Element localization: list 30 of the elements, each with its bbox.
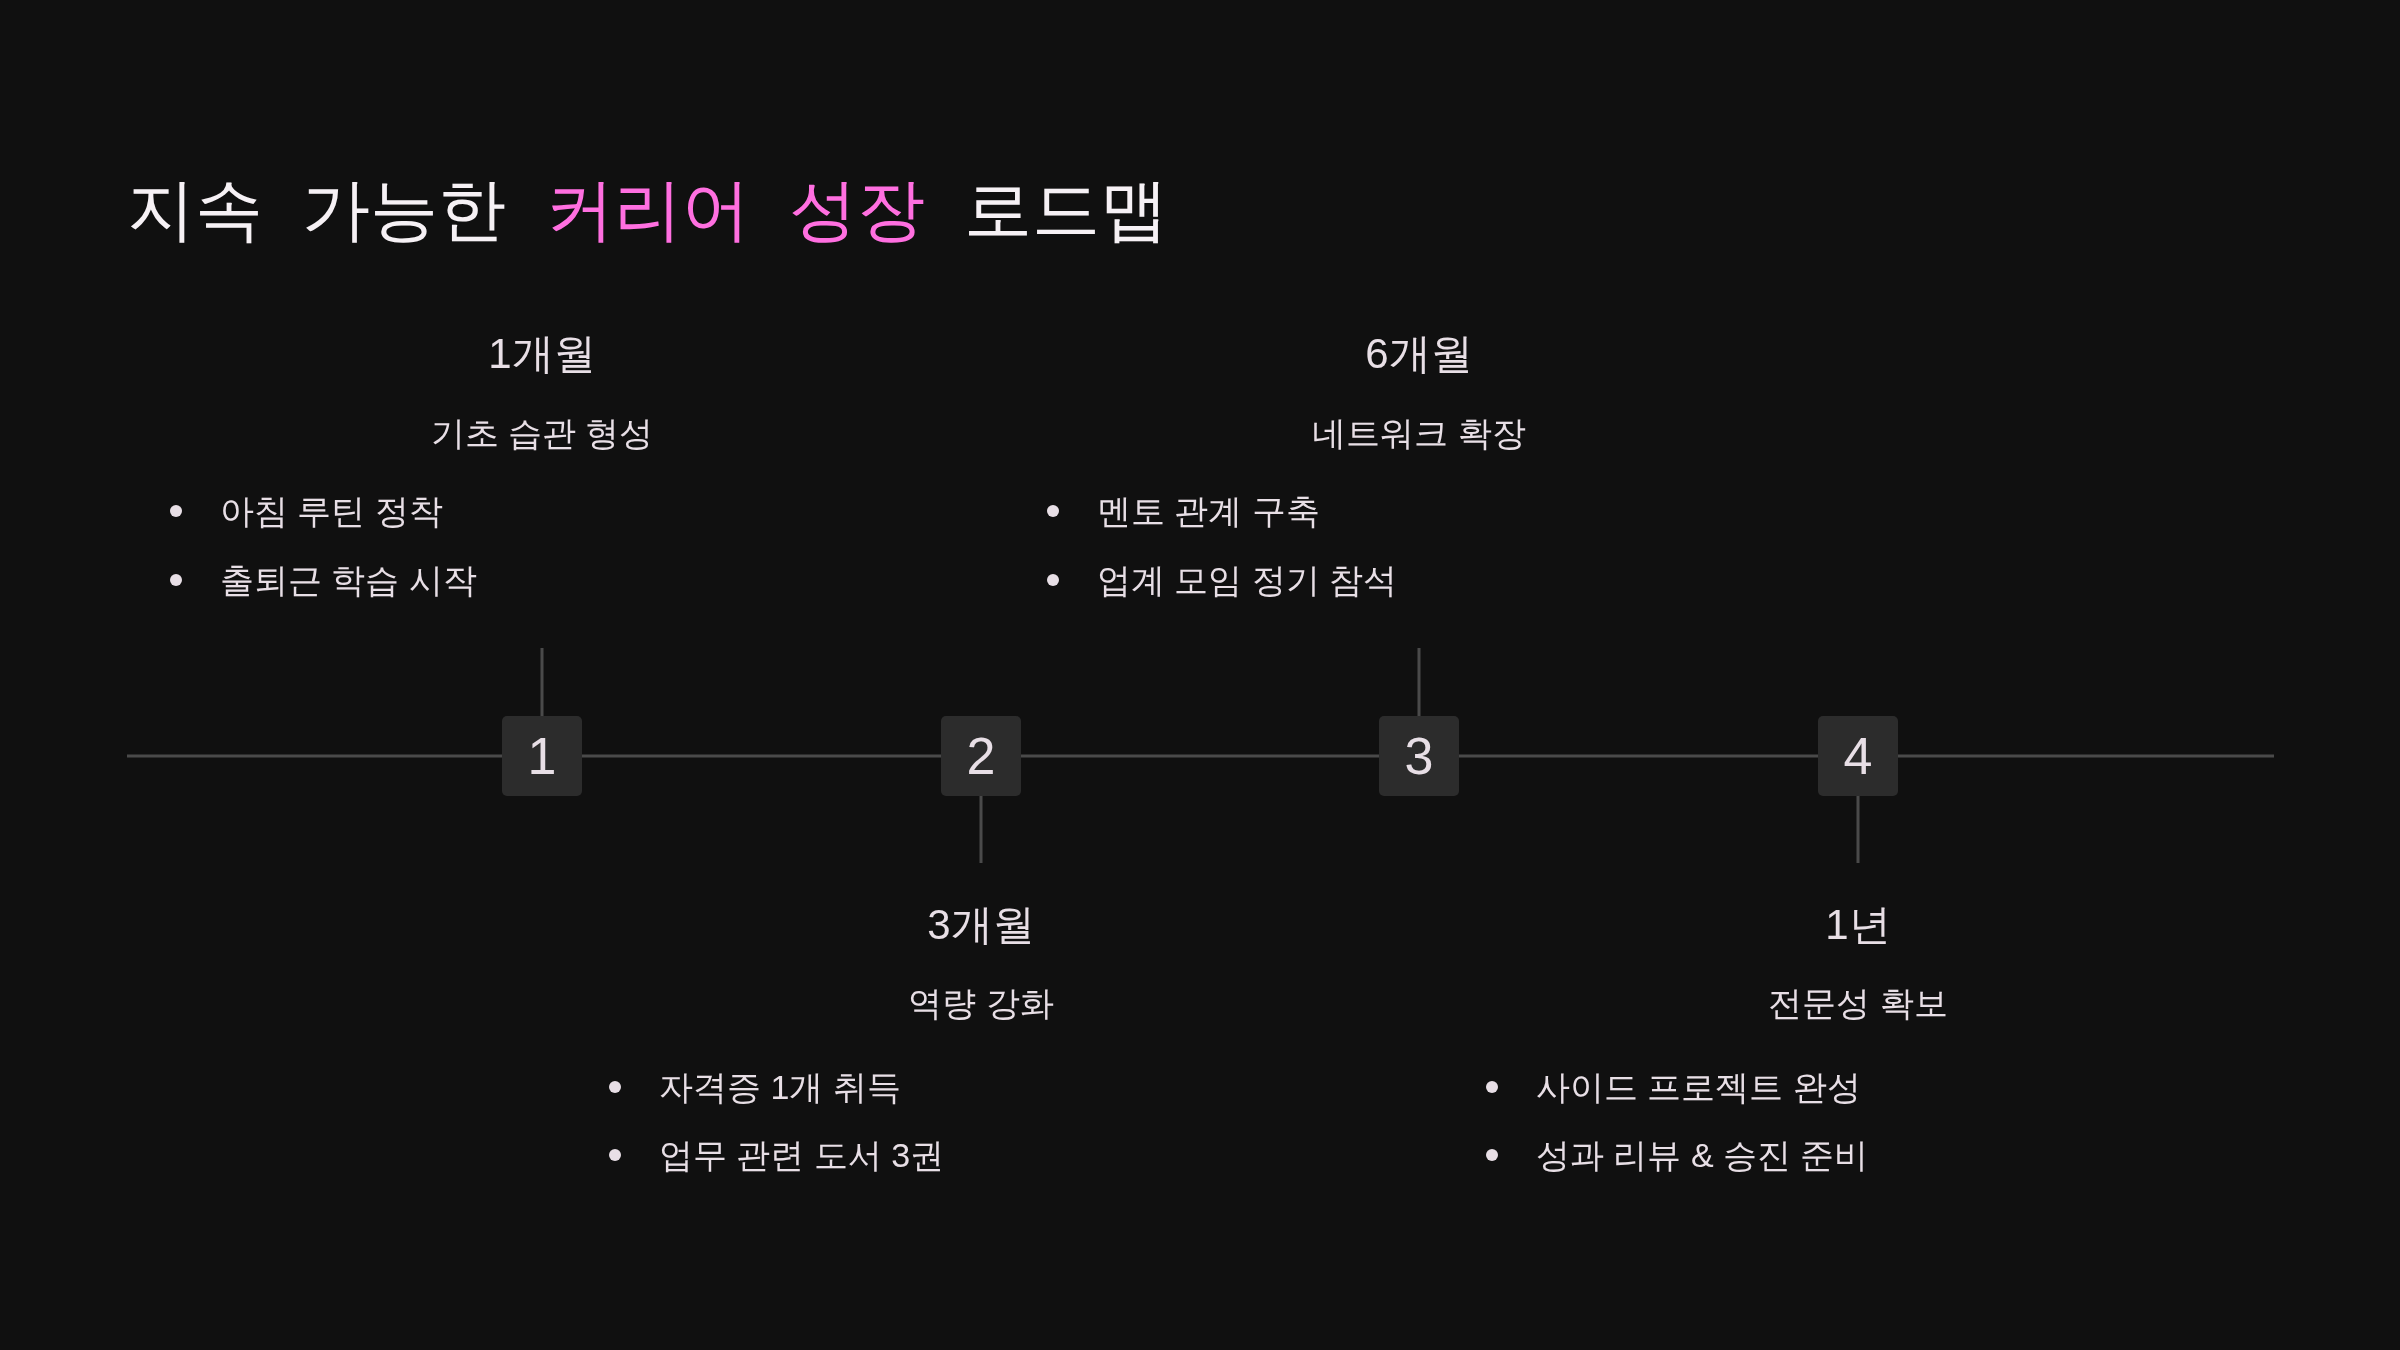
connector-line [979,796,983,863]
milestone-heading: 1년 [1825,900,1891,950]
number-box: 1 [502,716,582,796]
milestone-subtitle: 기초 습관 형성 [430,413,654,454]
list-item: 성과 리뷰 & 승진 준비 [1536,1135,1869,1176]
list-item: 아침 루틴 정착 [220,491,443,532]
milestone-subtitle: 역량 강화 [908,983,1054,1024]
timeline-line [582,754,941,758]
list-item: 출퇴근 학습 시작 [220,560,477,601]
list-item: 자격증 1개 취득 [659,1067,901,1108]
milestone-subtitle: 전문성 확보 [1768,983,1948,1024]
connector-line [540,648,544,716]
milestone-subtitle: 네트워크 확장 [1312,413,1526,454]
number-box: 3 [1379,716,1459,796]
timeline-line [127,754,502,758]
list-item: 업무 관련 도서 3권 [659,1135,945,1176]
number-box: 2 [941,716,1021,796]
timeline-line [1021,754,1379,758]
timeline-line [1459,754,1818,758]
connector-line [1417,648,1421,716]
milestone-heading: 3개월 [927,900,1035,950]
connector-line [1856,796,1860,863]
number-box: 4 [1818,716,1898,796]
title: 지속 가능한 커리어 성장 로드맵 [127,170,1169,249]
list-item: 사이드 프로젝트 완성 [1536,1067,1861,1108]
timeline-line [1898,754,2274,758]
list-item: 업계 모임 정기 참석 [1097,560,1398,601]
milestone-heading: 6개월 [1365,329,1473,379]
list-item: 멘토 관계 구축 [1097,491,1320,532]
milestone-heading: 1개월 [488,329,596,379]
